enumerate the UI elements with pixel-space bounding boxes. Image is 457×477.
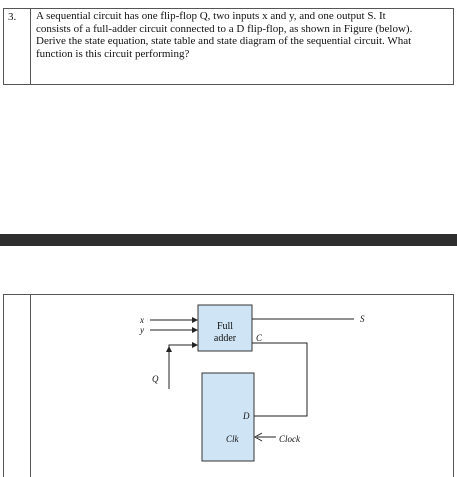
clock-label: Clock (279, 434, 301, 444)
question-number: 3. (4, 9, 31, 84)
d-input-label: D (242, 411, 250, 421)
input-x-label: x (139, 315, 144, 325)
question-line: A sequential circuit has one flip-flop Q… (36, 10, 386, 22)
question-text: A sequential circuit has one flip-flop Q… (36, 10, 450, 60)
q-feedback-wire (168, 342, 198, 389)
input-y-label: y (139, 325, 144, 335)
input-q-label: Q (152, 374, 159, 384)
figure-number-cell (4, 295, 31, 477)
question-line: Derive the state equation, state table a… (36, 35, 412, 48)
d-flip-flop-block (201, 372, 255, 462)
separator-bar (0, 234, 457, 246)
question-line: consists of a full-adder circuit connect… (36, 22, 413, 35)
carry-label: C (256, 333, 263, 343)
full-adder-block (197, 304, 253, 352)
full-adder-label: adder (214, 333, 237, 344)
carry-to-d-wire (252, 342, 308, 417)
question-table: 3. A sequential circuit has one flip-flo… (3, 8, 454, 85)
figure-table (3, 294, 454, 477)
clk-label: Clk (226, 434, 240, 444)
full-adder-label: Full (217, 321, 233, 332)
output-s-label: S (360, 314, 365, 324)
clock-triangle-icon (253, 432, 263, 442)
question-line: function is this circuit performing? (36, 47, 190, 60)
